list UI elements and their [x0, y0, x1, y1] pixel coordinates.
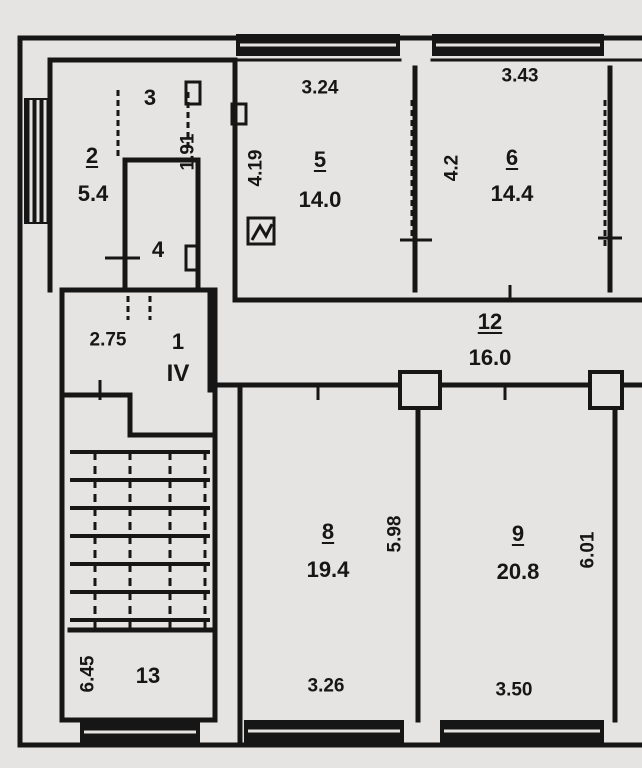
dimension-label-vertical: 4.2 [441, 154, 463, 182]
room-number-9: 9 [511, 521, 525, 546]
dimension-label-vertical: 5.98 [384, 515, 406, 553]
dimension-label-vertical: 4.19 [245, 149, 267, 187]
dimension-label: 3.50 [495, 679, 533, 701]
room-number-12: 12 [477, 309, 503, 334]
dimension-label: 3.43 [501, 65, 539, 87]
room-area-12: 16.0 [468, 345, 512, 370]
room-number-8: 8 [321, 519, 335, 544]
wall [59, 392, 213, 438]
room-area-8: 19.4 [306, 557, 350, 582]
column [588, 370, 624, 410]
room-number-3: 3 [143, 85, 157, 110]
room-area-2: 5.4 [77, 181, 109, 206]
dimension-label-vertical: 1.91 [177, 133, 199, 171]
appliance-icon [230, 102, 248, 126]
dimension-label-vertical: 6.45 [77, 655, 99, 693]
room-area-6: 14.4 [490, 181, 534, 206]
room-number-5: 5 [313, 147, 327, 172]
stairs-icon [70, 450, 210, 630]
window-icon [244, 720, 404, 746]
appliance-icon [184, 80, 202, 106]
room-area-9: 20.8 [496, 559, 540, 584]
wall [232, 57, 642, 303]
room-number-2: 2 [85, 143, 99, 168]
outer-wall [17, 35, 642, 748]
room-number-4: 4 [151, 237, 165, 262]
door-icon [126, 296, 152, 320]
room-roman-numeral: IV [166, 360, 190, 387]
room-number-1: 1 [171, 329, 185, 354]
window-icon [440, 720, 604, 746]
column [398, 370, 442, 410]
dimension-label: 3.26 [307, 675, 345, 697]
dimension-label: 3.24 [301, 77, 339, 99]
room-area-5: 14.0 [298, 187, 342, 212]
radiator-icon [246, 216, 276, 246]
appliance-icon [184, 244, 200, 272]
room-number-6: 6 [505, 145, 519, 170]
dimension-label: 2.75 [89, 329, 127, 351]
room-number-13: 13 [135, 663, 161, 688]
dimension-label-vertical: 6.01 [577, 531, 599, 569]
